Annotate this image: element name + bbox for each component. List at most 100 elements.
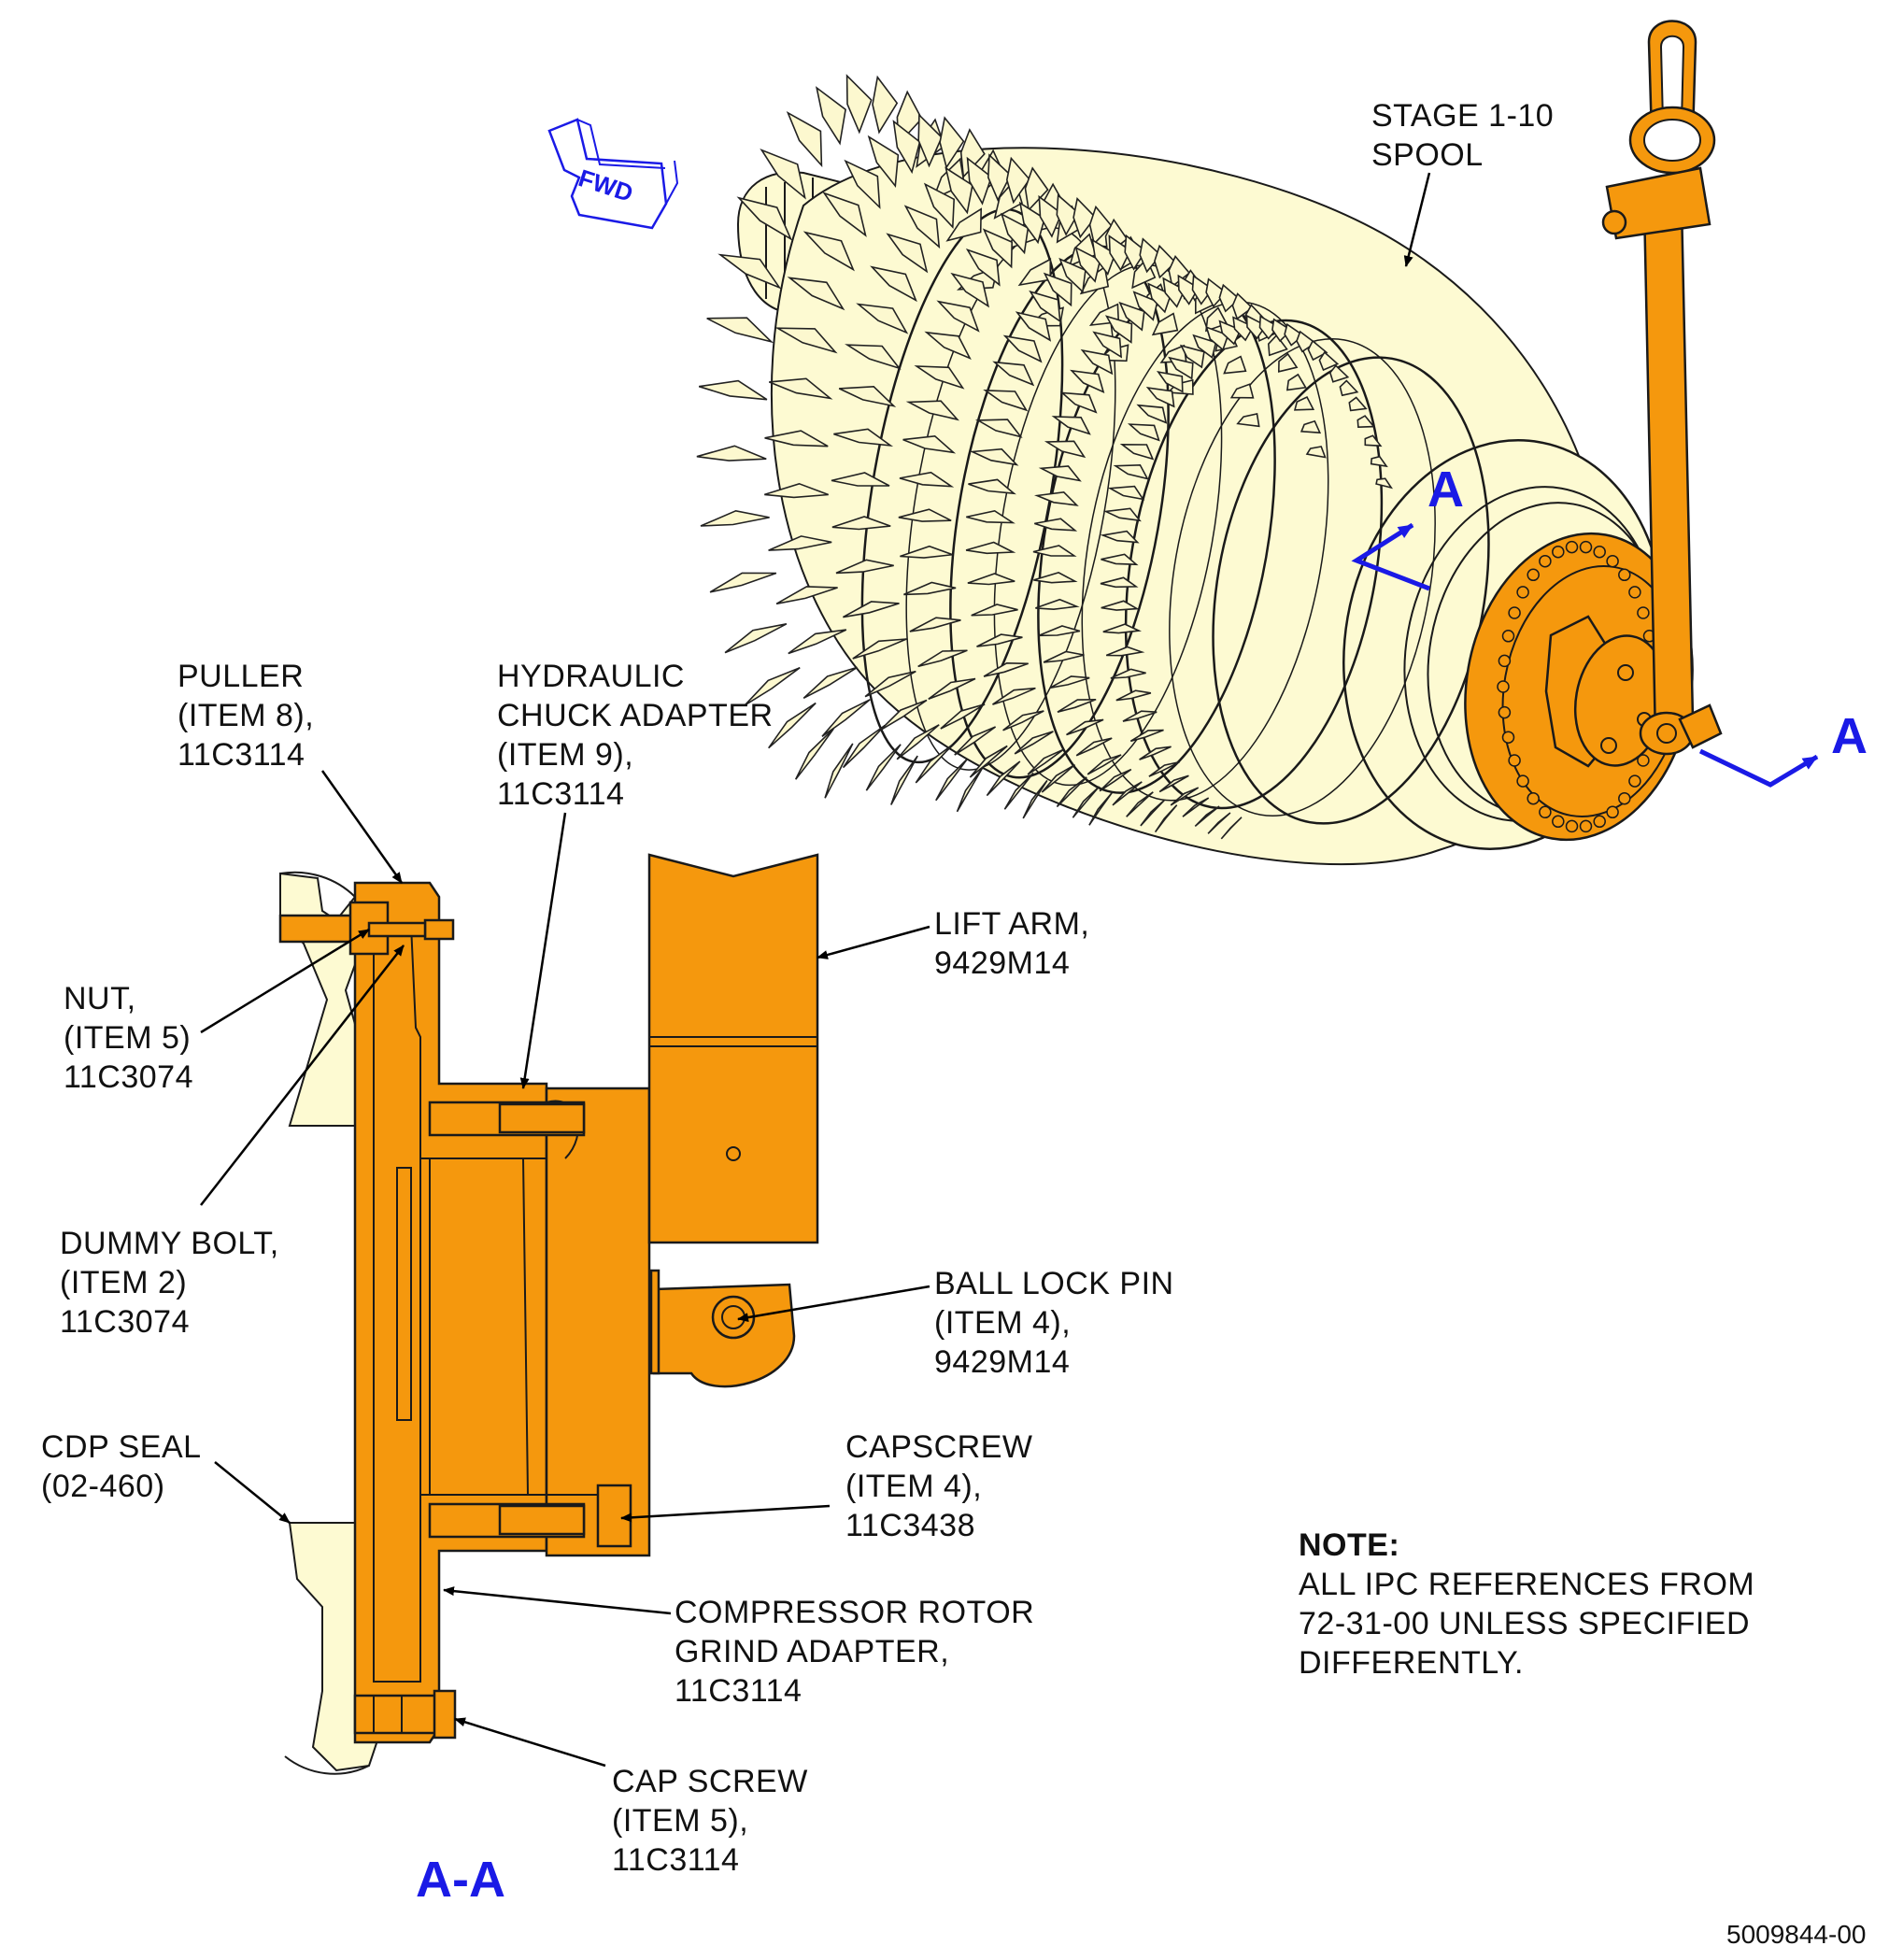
blade (724, 623, 788, 654)
blade (736, 196, 793, 241)
blade (971, 604, 1018, 617)
blade (835, 559, 894, 575)
bolt-head (1579, 819, 1593, 833)
callout-cdp-seal: CDP SEAL (02-460) (41, 1429, 209, 1504)
grind-adapter-3d (1464, 532, 1694, 842)
blade (842, 724, 886, 769)
blade (775, 586, 838, 605)
blade (1328, 364, 1350, 383)
blade (1044, 440, 1087, 459)
blade (1139, 746, 1172, 760)
blade (768, 702, 817, 749)
bolt-head (1498, 705, 1512, 719)
blade (844, 159, 881, 209)
blade (1104, 315, 1133, 344)
blade (928, 677, 976, 701)
blade (1129, 729, 1164, 743)
blade (1018, 201, 1046, 245)
bolt-head (1565, 540, 1579, 554)
bolt-head (1501, 731, 1515, 744)
blade (976, 633, 1023, 647)
blade (1049, 675, 1090, 689)
blade (843, 601, 900, 618)
blade (969, 745, 1008, 778)
blade (945, 207, 983, 242)
bolt-head (1565, 819, 1579, 833)
blade (1277, 352, 1299, 373)
bolt-head (1579, 540, 1593, 554)
blade (1102, 507, 1142, 522)
section-line-lower: A (1698, 708, 1868, 788)
blade (900, 545, 953, 559)
blade (1105, 646, 1145, 657)
blade (1002, 710, 1044, 731)
bolt-head (1539, 805, 1552, 819)
blade (890, 755, 918, 805)
bolt-head (1508, 606, 1521, 619)
blade (879, 699, 928, 731)
blade (831, 516, 891, 531)
blade (896, 724, 940, 760)
leader-lines (200, 172, 1431, 1768)
blade (1140, 799, 1166, 827)
blade (902, 434, 957, 454)
bolt-head (1516, 774, 1529, 788)
blade (1115, 689, 1152, 702)
blade (966, 156, 993, 206)
blade (872, 75, 899, 135)
bolt-head (1593, 545, 1606, 559)
blade (898, 508, 952, 522)
blade (1027, 748, 1064, 775)
blade (1088, 791, 1113, 826)
blade (838, 385, 897, 407)
blade (1356, 415, 1376, 429)
blade (983, 661, 1029, 677)
blade (1370, 455, 1388, 468)
blade (1148, 760, 1180, 777)
blade (764, 430, 829, 447)
blade (1074, 246, 1101, 283)
callout-ball-lock-pin: BALL LOCK PIN (ITEM 4), 9429M14 (934, 1266, 1184, 1380)
blade (935, 758, 968, 802)
bolt-circle (1497, 540, 1661, 833)
blade (1056, 776, 1087, 808)
blade (1038, 625, 1081, 637)
blade (917, 649, 968, 668)
blade (845, 74, 873, 135)
document-number: 5009844-00 (1726, 1920, 1866, 1949)
stage-ring (993, 263, 1223, 787)
note-heading: NOTE: (1299, 1527, 1399, 1563)
bolt-head (1527, 791, 1540, 805)
blade (987, 153, 1012, 202)
blade (915, 744, 954, 784)
blade (1218, 320, 1242, 346)
blade (923, 182, 956, 230)
blade (706, 317, 774, 344)
blade (966, 509, 1016, 524)
section-line-upper: A (1351, 462, 1464, 591)
blade (1293, 395, 1315, 411)
callout-capscrew-item4: CAPSCREW (ITEM 4), 11C3438 (845, 1429, 1042, 1543)
blade (1038, 194, 1063, 238)
blade (700, 509, 770, 527)
blade (1236, 413, 1260, 428)
blade (698, 379, 768, 401)
compressor-blades (696, 74, 1394, 840)
blade (802, 666, 858, 700)
blade (924, 331, 972, 360)
bolt-head (1552, 545, 1565, 559)
blade (1182, 797, 1210, 817)
blade (1205, 325, 1229, 351)
blade (1059, 391, 1098, 414)
blade (969, 447, 1019, 466)
blade (1000, 212, 1030, 255)
blade (802, 231, 855, 272)
blade (1110, 668, 1146, 679)
blade (1051, 416, 1091, 435)
bolt-head (1606, 805, 1619, 819)
blade (899, 471, 955, 488)
blade (1033, 572, 1078, 584)
blade (1072, 786, 1101, 818)
bolt-head (1628, 774, 1641, 788)
